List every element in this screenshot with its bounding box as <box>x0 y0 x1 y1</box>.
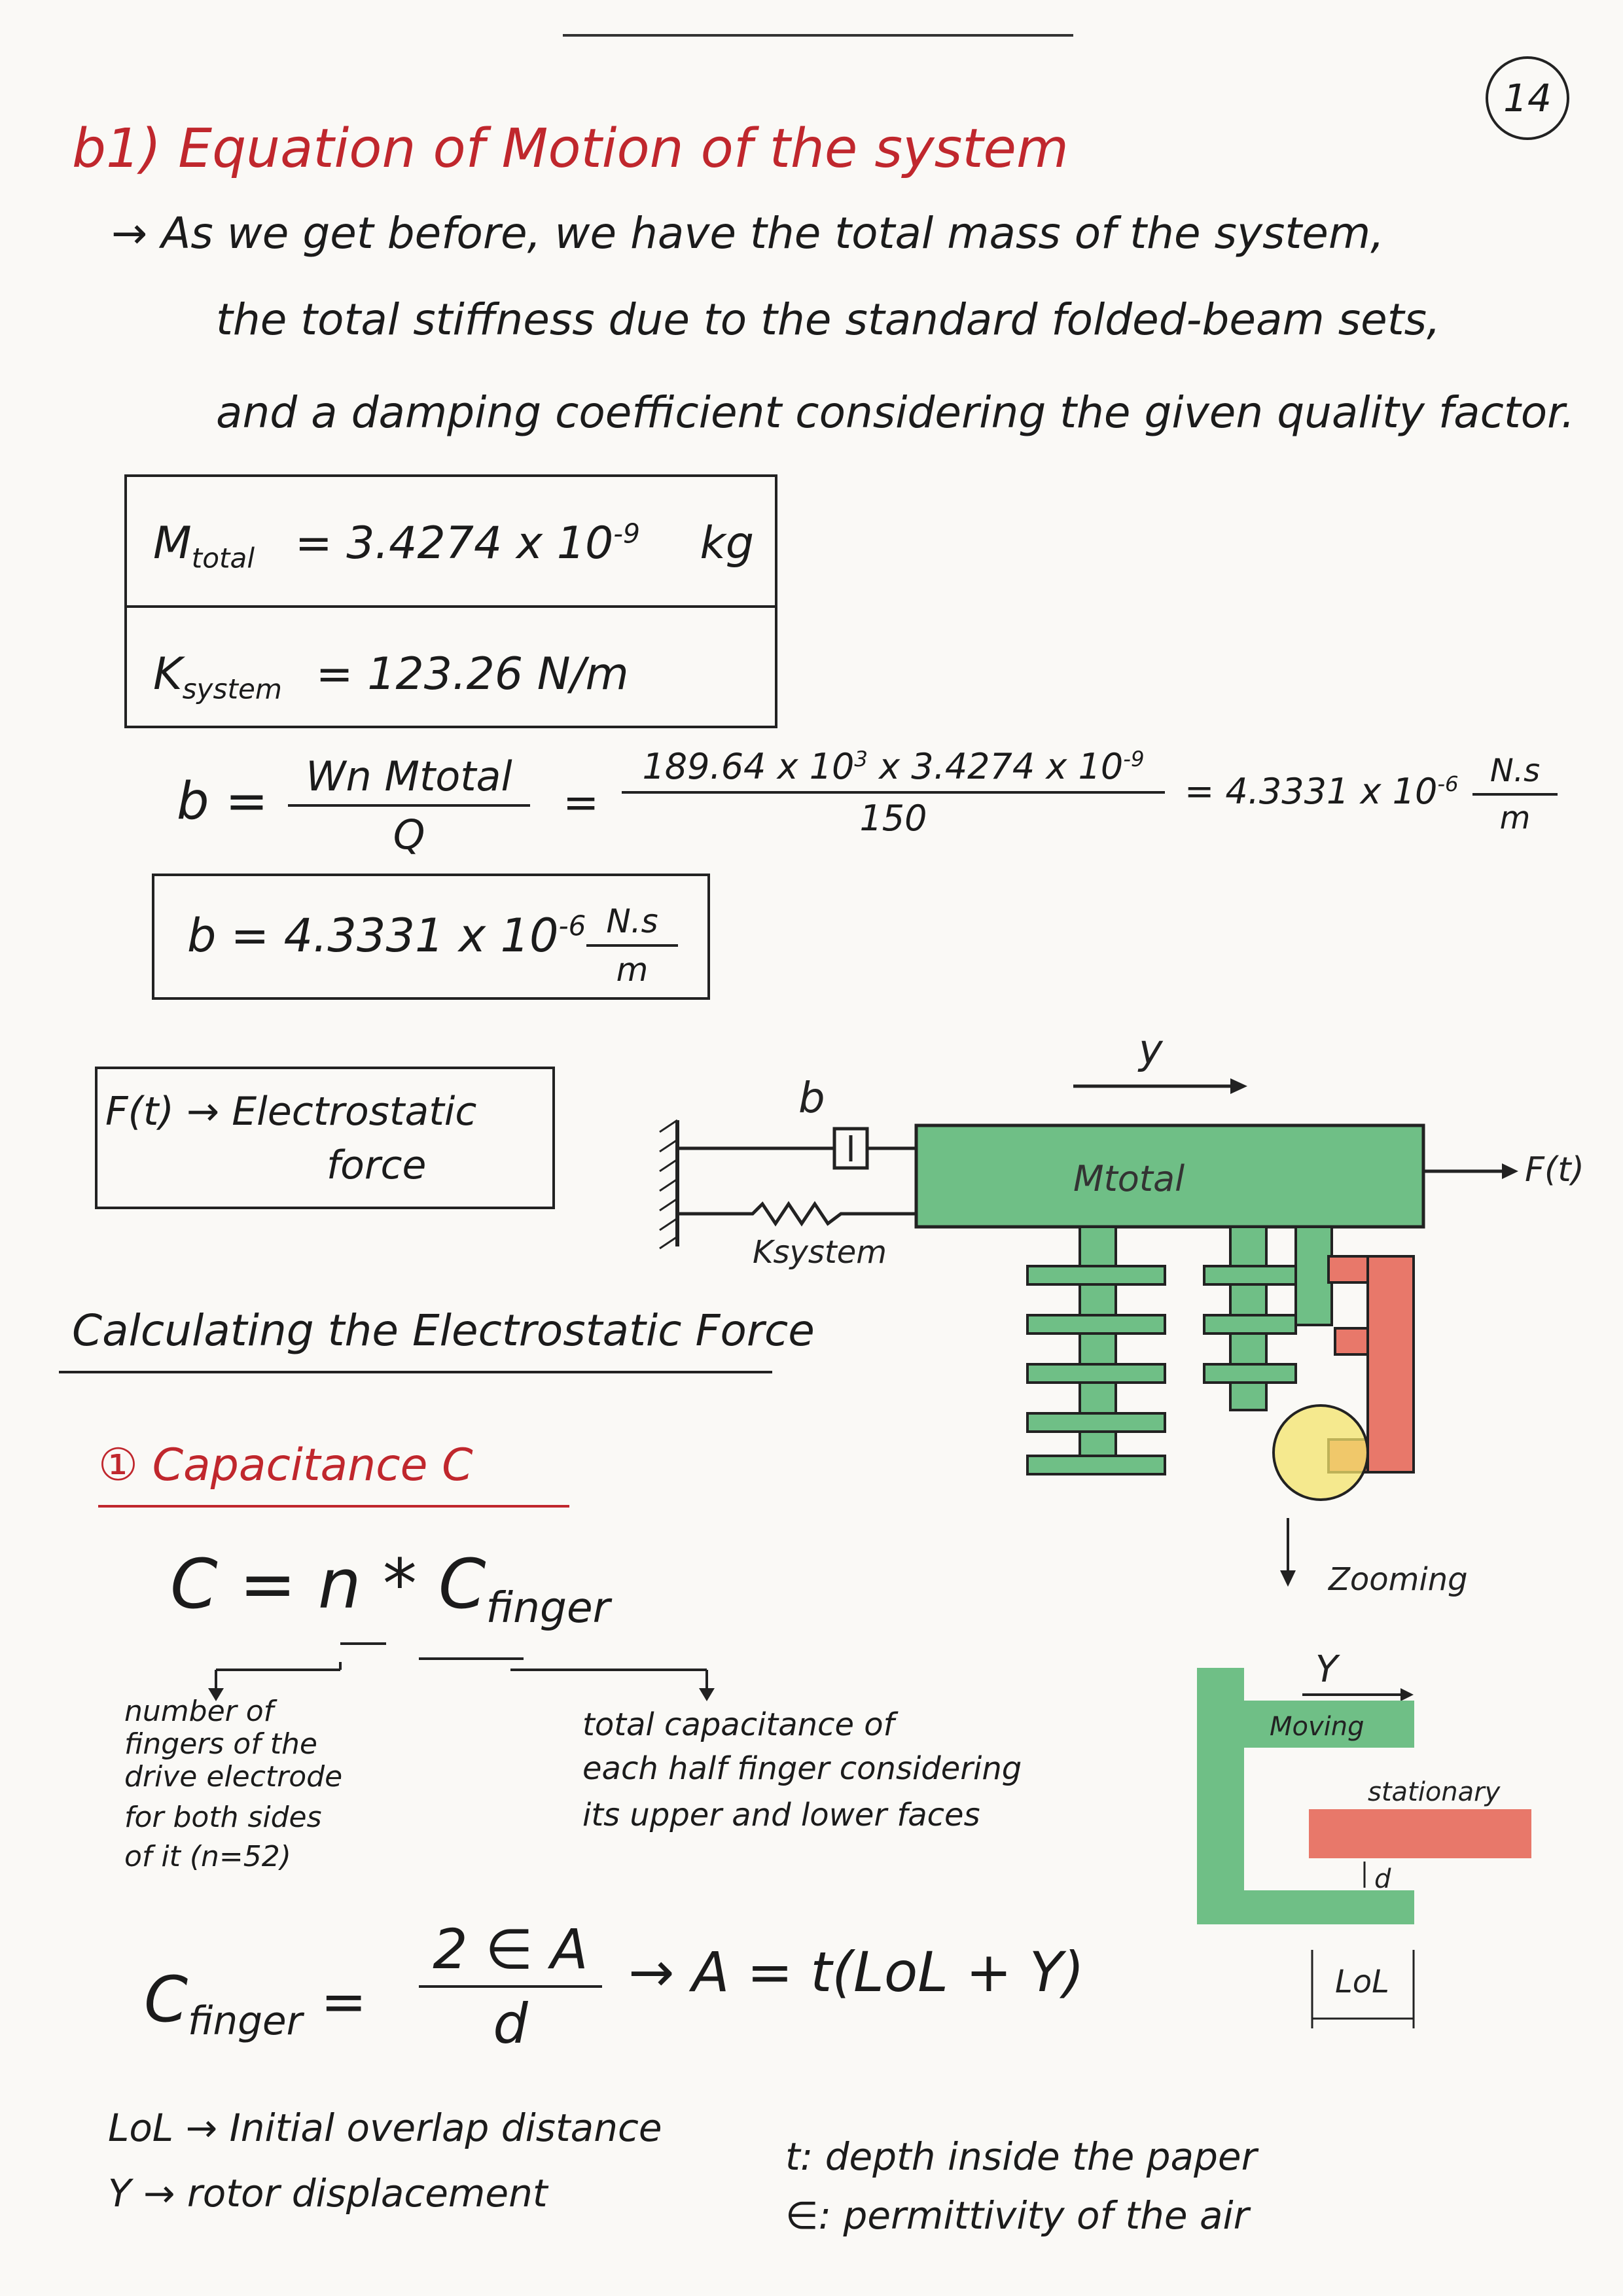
section-title: b1) Equation of Motion of the system <box>72 118 1069 180</box>
note-n-line-3: drive electrode <box>124 1760 343 1793</box>
damping-boxed-unit: N.s m <box>586 902 678 989</box>
note-n-line-5: of it (n=52) <box>124 1840 291 1873</box>
force-definition-line-1: F(t) → Electrostatic <box>105 1089 477 1135</box>
stiffness-row: Ksystem = 123.26 N/m <box>153 648 629 705</box>
mass-row: Mtotal = 3.4274 x 10-9 kg <box>153 518 755 574</box>
note-cfinger-line-2: each half finger considering <box>582 1750 1022 1787</box>
zoom-y-label: Y <box>1315 1648 1340 1691</box>
note-cfinger-line-1: total capacitance of <box>582 1706 895 1743</box>
capacitance-heading: ① Capacitance C <box>98 1439 473 1491</box>
lol-label: LoL <box>1335 1964 1389 2000</box>
cfinger-fraction: 2 ∈ A d <box>419 1917 602 2056</box>
capacitance-equation: C = n * Cfinger <box>170 1544 611 1633</box>
definition-y: Y → rotor displacement <box>108 2171 548 2216</box>
top-rule <box>563 34 1073 37</box>
wall-hatching <box>659 1119 678 1250</box>
proof-mass <box>914 1123 1425 1229</box>
intro-line-3: and a damping coefficient considering th… <box>216 387 1575 438</box>
stationary-label: stationary <box>1368 1777 1501 1807</box>
damping-boxed-result: b = 4.3331 x 10-6 N.s m <box>152 874 710 1000</box>
intro-line-2: the total stiffness due to the standard … <box>216 294 1440 345</box>
comb-fingers-2 <box>1203 1265 1297 1384</box>
damping-lhs: b = <box>177 772 268 831</box>
mass-label: Mtotal <box>1073 1158 1185 1199</box>
spring <box>677 1201 916 1227</box>
zoom-y-arrow-head <box>1400 1688 1414 1701</box>
area-equation: → A = t(LoL + Y) <box>628 1940 1084 2004</box>
zoom-arrow-head <box>1280 1570 1296 1587</box>
definition-lol: LoL → Initial overlap distance <box>108 2106 662 2150</box>
stationary-electrode <box>1327 1255 1415 1474</box>
force-definition-line-2: force <box>327 1142 427 1188</box>
electrostatic-heading: Calculating the Electrostatic Force <box>72 1305 815 1356</box>
note-n-line-4: for both sides <box>124 1801 322 1834</box>
note-n-line-2: fingers of the <box>124 1727 317 1761</box>
definition-eps: ∈: permittivity of the air <box>785 2193 1249 2238</box>
damping-eq-1: = <box>563 777 599 828</box>
y-label: y <box>1137 1025 1164 1073</box>
force-label: F(t) <box>1525 1150 1584 1190</box>
moving-label: Moving <box>1270 1712 1364 1742</box>
note-n-line-1: number of <box>124 1695 274 1728</box>
capacitance-heading-underline <box>98 1505 569 1508</box>
damper-label: b <box>798 1074 825 1123</box>
d-label: d <box>1374 1864 1391 1894</box>
force-definition-box: F(t) → Electrostatic force <box>95 1067 555 1209</box>
spring-label: Ksystem <box>753 1234 887 1271</box>
damping-result: = 4.3331 x 10-6 <box>1185 771 1459 812</box>
definition-t: t: depth inside the paper <box>785 2134 1257 2179</box>
cfinger-lhs: Cfinger <box>144 1963 303 2045</box>
results-divider <box>127 605 775 608</box>
comb-fingers-1 <box>1026 1265 1166 1475</box>
electrostatic-heading-underline <box>59 1371 772 1373</box>
zoom-stationary-part <box>1309 1809 1531 1858</box>
zoom-circle <box>1272 1404 1369 1501</box>
damping-boxed-value: b = 4.3331 x 10-6 <box>187 909 586 963</box>
intro-line-1: → As we get before, we have the total ma… <box>111 208 1385 258</box>
zoom-moving-part <box>1197 1668 1414 1924</box>
results-table: Mtotal = 3.4274 x 10-9 kg Ksystem = 123.… <box>124 474 777 728</box>
force-arrow-head <box>1502 1163 1518 1179</box>
note-cfinger-line-3: its upper and lower faces <box>582 1797 980 1833</box>
zoom-label: Zooming <box>1327 1561 1468 1598</box>
cfinger-equals: = <box>321 1969 367 2034</box>
page-number: 14 <box>1486 56 1569 140</box>
damping-fraction-2: 189.64 x 103 x 3.4274 x 10-9 150 <box>622 746 1165 839</box>
damping-fraction-1: Wn Mtotal Q <box>288 752 530 858</box>
damping-unit: N.s m <box>1472 752 1558 836</box>
y-arrow-head <box>1230 1078 1247 1094</box>
